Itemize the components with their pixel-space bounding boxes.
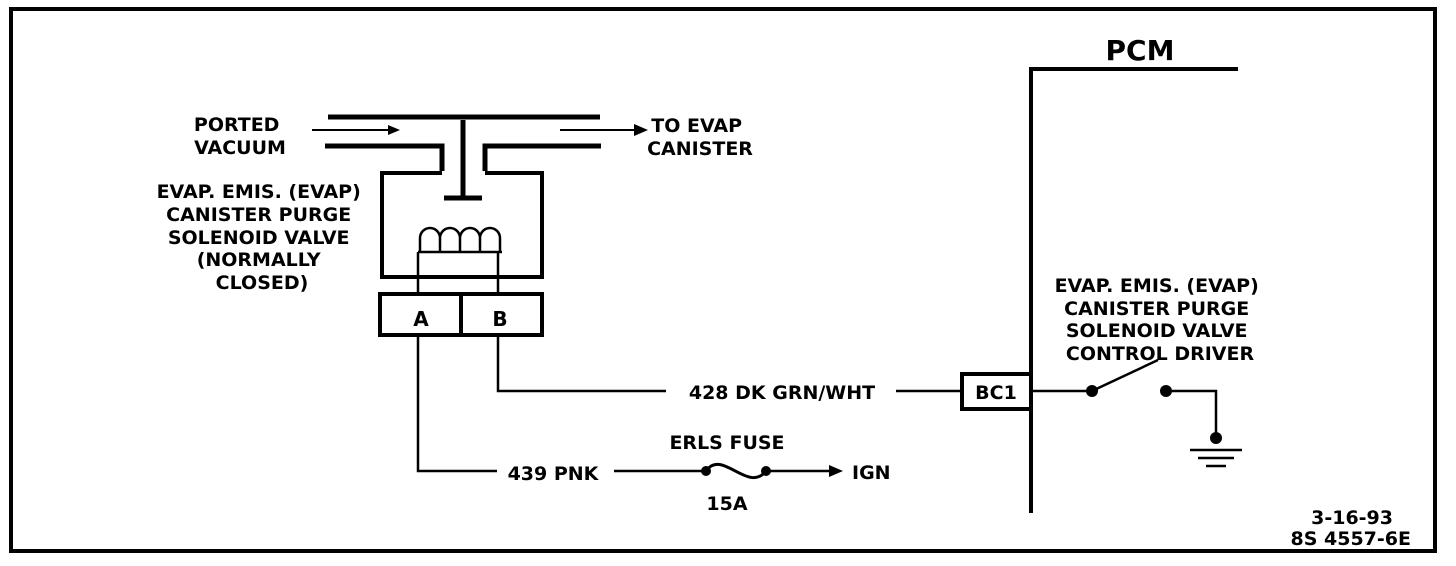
diagram-border — [9, 7, 1437, 553]
wire-439 — [416, 335, 706, 473]
driver-switch-icon — [1031, 358, 1222, 444]
solenoid-housing — [380, 171, 544, 279]
date-stamp: 3-16-93 — [1311, 507, 1393, 529]
wire-428 — [496, 335, 960, 393]
control-driver-label: EVAP. EMIS. (EVAP) CANISTER PURGE SOLENO… — [1055, 275, 1266, 365]
solenoid-valve-label: EVAP. EMIS. (EVAP) CANISTER PURGE SOLENO… — [157, 181, 368, 294]
ground-icon — [1190, 448, 1242, 468]
wire-428-label: 428 DK GRN/WHT — [689, 382, 875, 404]
terminal-a-label: A — [413, 307, 429, 331]
fuse-rating-label: 15A — [706, 493, 747, 515]
valve-plunger — [444, 120, 482, 201]
solenoid-connector — [378, 292, 544, 337]
pcm-boundary — [1029, 67, 1238, 513]
ign-label: IGN — [852, 462, 891, 484]
terminal-b-label: B — [492, 307, 507, 331]
ign-arrow — [766, 465, 843, 477]
erls-fuse-label: ERLS FUSE — [669, 432, 784, 454]
figure-id: 8S 4557-6E — [1291, 528, 1412, 550]
fuse-icon — [701, 462, 771, 480]
vacuum-inlet-arrow — [312, 125, 400, 135]
to-evap-canister-label: TO EVAP CANISTER — [647, 115, 753, 160]
ported-vacuum-label: PORTED VACUUM — [194, 114, 286, 159]
pcm-label: PCM — [1106, 34, 1175, 67]
wire-439-label: 439 PNK — [508, 463, 600, 485]
vacuum-pipe — [325, 114, 601, 171]
bc1-label: BC1 — [975, 382, 1017, 404]
solenoid-coil-icon — [416, 226, 502, 294]
evap-outlet-arrow — [560, 124, 648, 136]
